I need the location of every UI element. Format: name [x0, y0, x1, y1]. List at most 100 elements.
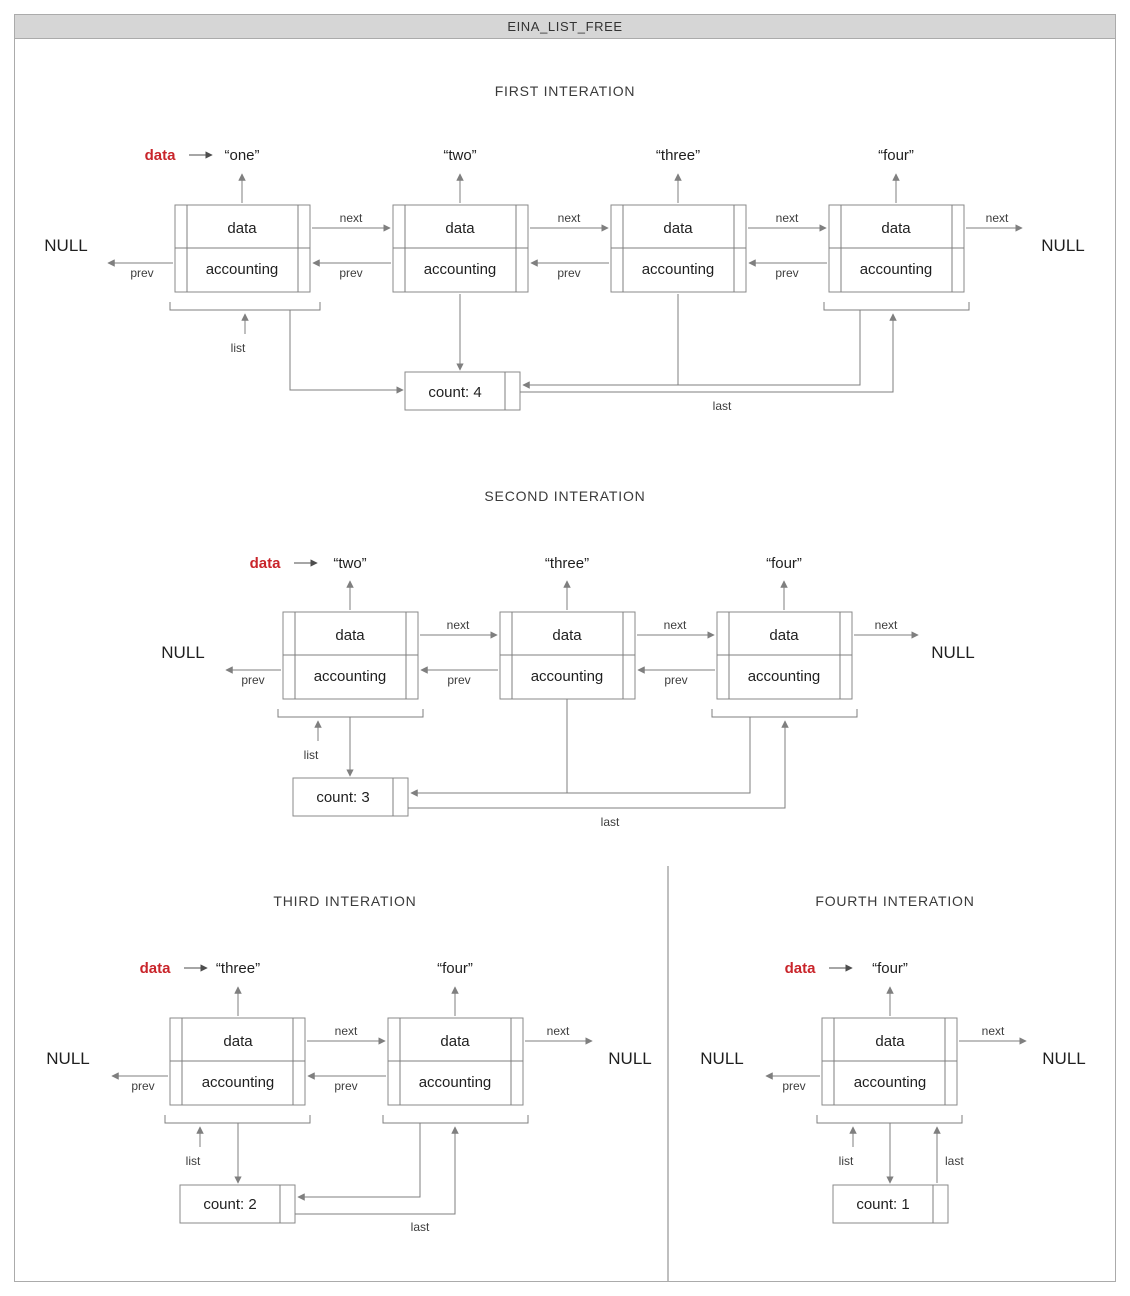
node-data-label: data — [875, 1033, 905, 1050]
node-accounting-label: accounting — [424, 261, 497, 278]
count-label: count: 3 — [316, 789, 369, 806]
node-data-label: data — [335, 627, 365, 644]
count-box: count: 4 — [404, 371, 521, 411]
data-pointer-label: data — [785, 960, 817, 977]
count-box-rect — [179, 1184, 296, 1224]
list-node: data accounting — [828, 204, 965, 293]
list-node: data accounting — [499, 611, 636, 700]
next-label: next — [776, 211, 799, 225]
next-label: next — [875, 618, 898, 632]
section-title: FIRST INTERATION — [495, 83, 636, 99]
last-arrow — [520, 313, 897, 393]
node-accounting-label: accounting — [202, 1074, 275, 1091]
node-bracket — [711, 709, 858, 718]
iteration-third: THIRD INTERATION data “three” “four” dat… — [46, 893, 651, 1234]
list-node: data accounting — [174, 204, 311, 293]
data-pointer-label: data — [250, 555, 282, 572]
iteration-first: FIRST INTERATION data “one” “two” “three… — [44, 83, 1084, 413]
list-label: list — [186, 1154, 201, 1168]
null-label: NULL — [700, 1049, 743, 1068]
node-accounting-label: accounting — [854, 1074, 927, 1091]
node-accounting-label: accounting — [531, 668, 604, 685]
accounting-arrow — [297, 1123, 421, 1201]
null-label: NULL — [1041, 236, 1084, 255]
string-label: “three” — [216, 960, 260, 977]
string-label: “two” — [333, 555, 366, 572]
node-data-label: data — [881, 220, 911, 237]
accounting-arrow — [289, 310, 404, 394]
prev-label: prev — [782, 1079, 805, 1093]
count-box-rect — [832, 1184, 949, 1224]
count-label: count: 2 — [203, 1196, 256, 1213]
count-box-rect — [292, 777, 409, 817]
node-bracket — [277, 709, 424, 718]
next-label: next — [335, 1024, 358, 1038]
next-label: next — [558, 211, 581, 225]
next-label: next — [986, 211, 1009, 225]
list-node: data accounting — [282, 611, 419, 700]
node-accounting-label: accounting — [748, 668, 821, 685]
node-data-label: data — [227, 220, 257, 237]
prev-label: prev — [130, 266, 153, 280]
count-box: count: 1 — [832, 1184, 949, 1224]
node-bracket — [164, 1115, 311, 1124]
data-pointer-label: data — [145, 147, 177, 164]
last-label: last — [601, 815, 620, 829]
node-data-label: data — [552, 627, 582, 644]
string-label: “two” — [443, 147, 476, 164]
data-pointer-label: data — [140, 960, 172, 977]
prev-label: prev — [447, 673, 470, 687]
section-title: FOURTH INTERATION — [815, 893, 974, 909]
section-title: SECOND INTERATION — [484, 488, 645, 504]
node-accounting-label: accounting — [860, 261, 933, 278]
node-accounting-label: accounting — [642, 261, 715, 278]
last-label: last — [945, 1154, 964, 1168]
iteration-fourth: FOURTH INTERATION data “four” data accou… — [700, 893, 1086, 1224]
next-label: next — [982, 1024, 1005, 1038]
prev-label: prev — [241, 673, 264, 687]
string-label: “one” — [224, 147, 259, 164]
node-bracket — [816, 1115, 963, 1124]
next-label: next — [447, 618, 470, 632]
header-title: EINA_LIST_FREE — [507, 19, 622, 34]
null-label: NULL — [608, 1049, 651, 1068]
string-label: “three” — [656, 147, 700, 164]
list-node: data accounting — [169, 1017, 306, 1106]
string-label: “three” — [545, 555, 589, 572]
string-label: “four” — [437, 960, 473, 977]
section-title: THIRD INTERATION — [273, 893, 416, 909]
count-box: count: 2 — [179, 1184, 296, 1224]
prev-label: prev — [557, 266, 580, 280]
prev-label: prev — [339, 266, 362, 280]
count-label: count: 1 — [856, 1196, 909, 1213]
node-data-label: data — [663, 220, 693, 237]
list-node: data accounting — [716, 611, 853, 700]
count-box-rect — [404, 371, 521, 411]
accounting-arrow — [522, 310, 861, 389]
null-label: NULL — [1042, 1049, 1085, 1068]
list-node: data accounting — [821, 1017, 958, 1106]
prev-label: prev — [664, 673, 687, 687]
list-label: list — [839, 1154, 854, 1168]
list-node: data accounting — [387, 1017, 524, 1106]
prev-label: prev — [334, 1079, 357, 1093]
node-data-label: data — [440, 1033, 470, 1050]
iteration-second: SECOND INTERATION data “two” “three” “fo… — [161, 488, 974, 829]
node-data-label: data — [223, 1033, 253, 1050]
accounting-arrow — [410, 717, 751, 797]
node-accounting-label: accounting — [206, 261, 279, 278]
null-label: NULL — [931, 643, 974, 662]
count-box: count: 3 — [292, 777, 409, 817]
node-bracket — [823, 302, 970, 311]
last-label: last — [411, 1220, 430, 1234]
next-label: next — [547, 1024, 570, 1038]
string-label: “four” — [872, 960, 908, 977]
prev-label: prev — [775, 266, 798, 280]
count-label: count: 4 — [428, 384, 481, 401]
last-arrow — [295, 1126, 459, 1215]
list-label: list — [231, 341, 246, 355]
next-label: next — [340, 211, 363, 225]
last-label: last — [713, 399, 732, 413]
prev-label: prev — [131, 1079, 154, 1093]
